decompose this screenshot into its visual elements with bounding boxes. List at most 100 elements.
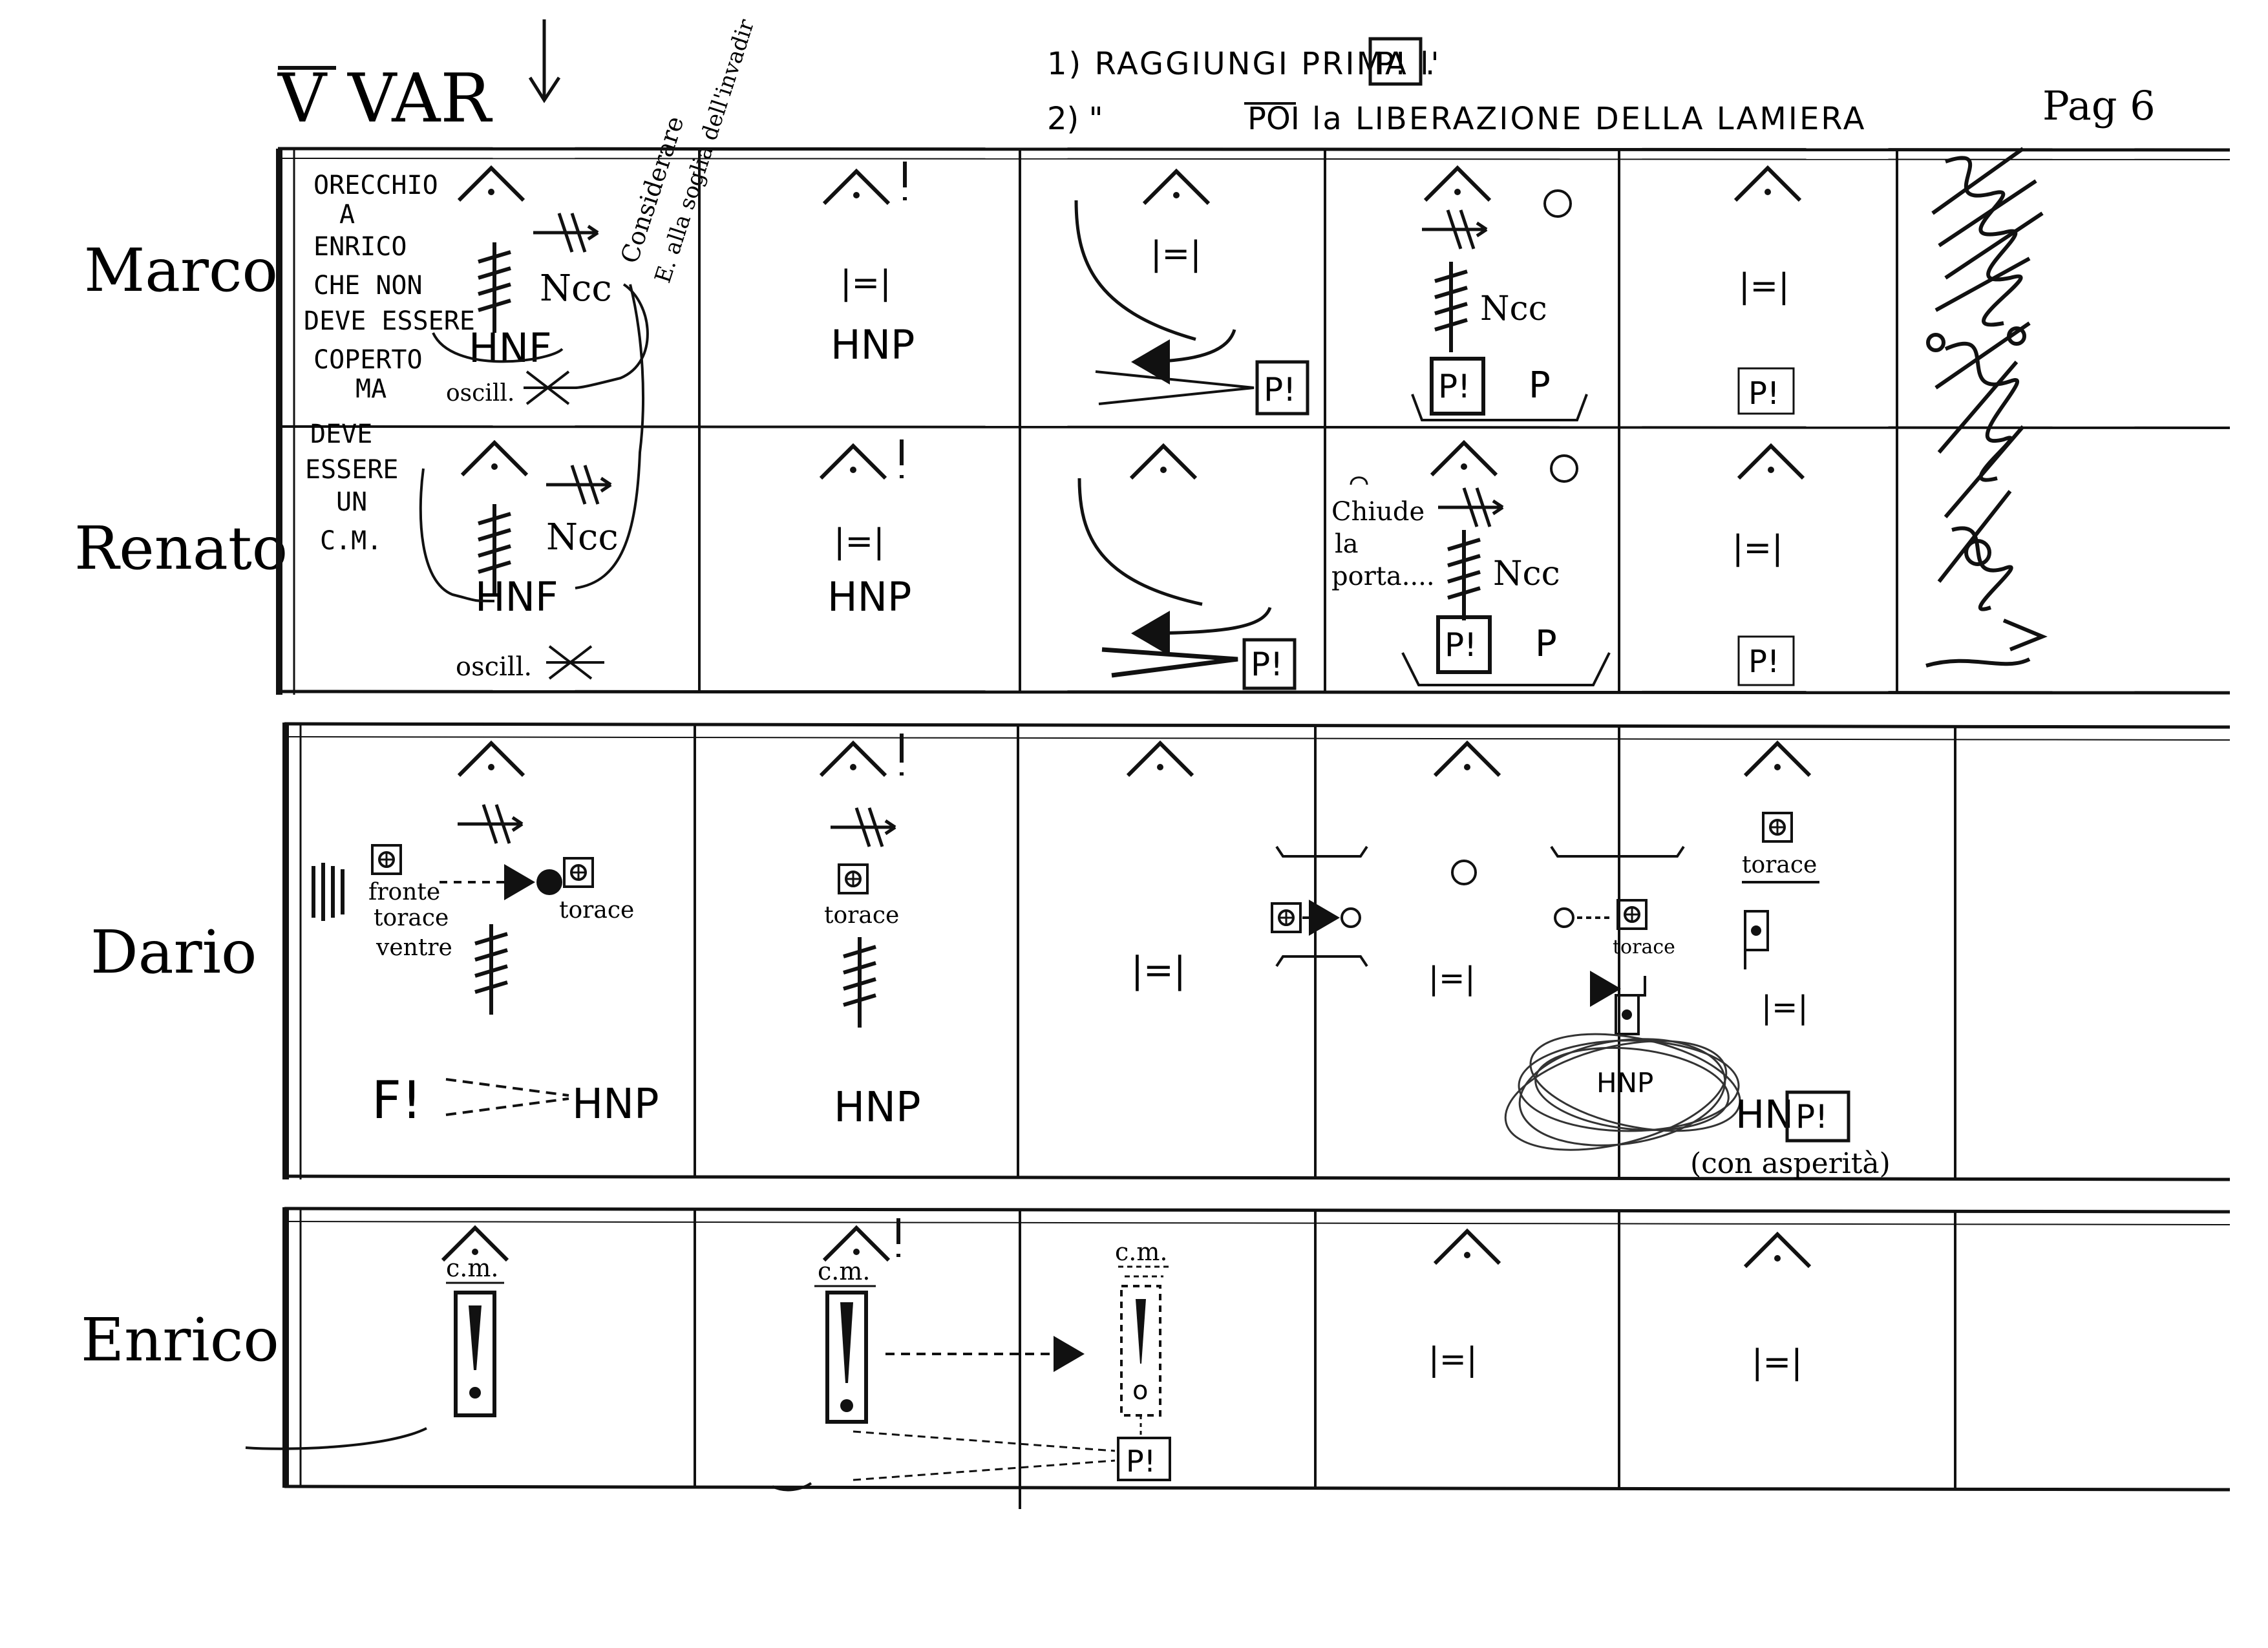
renato-chiude: la bbox=[1335, 529, 1359, 559]
hat-symbol bbox=[1739, 446, 1803, 478]
renato-cell-2: |=| HNP bbox=[821, 439, 911, 620]
hat-symbol bbox=[1435, 743, 1500, 776]
crossed-arrow-symbol bbox=[458, 805, 522, 843]
dario-hn: HN bbox=[1735, 1092, 1794, 1137]
crossed-arrow-symbol bbox=[546, 465, 611, 504]
dario-f-bang: F! bbox=[372, 1070, 422, 1130]
renato-equal: |=| bbox=[834, 522, 885, 561]
enrico-p-box-label: P! bbox=[1126, 1444, 1156, 1479]
marco-cell-3: |=| P! bbox=[1074, 171, 1309, 416]
enrico-cell-4: |=| bbox=[1428, 1231, 1500, 1378]
renato-equal: |=| bbox=[1732, 529, 1783, 567]
marco-p-box bbox=[1737, 367, 1795, 415]
scribble-circle bbox=[1504, 1033, 1741, 1151]
dario-equal: |=| bbox=[1131, 949, 1186, 991]
enrico-cm: c.m. bbox=[446, 1254, 498, 1282]
renato-p-box bbox=[1242, 638, 1297, 690]
marco-p-box bbox=[1255, 360, 1309, 416]
dario-p-box-label: P! bbox=[1796, 1098, 1828, 1136]
marco-p-box-label: P! bbox=[1264, 371, 1296, 408]
renato-row: DEVE ESSERE UN C.M. Ncc HNF oscill. |=| … bbox=[305, 284, 1803, 690]
face-icon bbox=[1554, 907, 1574, 928]
marco-ncc: Ncc bbox=[1480, 290, 1547, 328]
face-icon bbox=[1341, 907, 1361, 928]
hat-symbol bbox=[824, 1228, 889, 1260]
hatch-symbol bbox=[478, 242, 511, 333]
dario-hnp: HNP bbox=[572, 1081, 659, 1128]
crossed-arrow-symbol bbox=[1422, 210, 1487, 249]
renato-hnf: HNF bbox=[475, 573, 558, 620]
marco-cell-1: ORECCHIO A ENRICO CHE NON DEVE ESSERE CO… bbox=[304, 168, 649, 407]
note-1-box bbox=[1368, 37, 1423, 86]
dario-p-box bbox=[1785, 1090, 1850, 1143]
hat-symbol bbox=[1425, 168, 1490, 200]
dario-equal: |=| bbox=[1761, 989, 1808, 1026]
marco-oscill: oscill. bbox=[446, 380, 514, 407]
marco-note-line: ORECCHIO bbox=[313, 171, 438, 200]
marco-equal: |=| bbox=[1150, 235, 1202, 273]
face-icon bbox=[1543, 189, 1572, 218]
renato-p-box-label: P! bbox=[1748, 644, 1779, 680]
variation-title: V VAR bbox=[277, 59, 493, 138]
hat-symbol bbox=[1745, 1234, 1810, 1267]
target-box-icon bbox=[838, 863, 869, 894]
dario-cell-3: |=| bbox=[1128, 743, 1192, 991]
renato-p-plain: P bbox=[1535, 623, 1557, 665]
marco-note-line: ENRICO bbox=[313, 232, 407, 262]
enrico-exclamation-box bbox=[825, 1291, 868, 1424]
hat-symbol bbox=[824, 171, 889, 204]
dario-torace: torace bbox=[559, 897, 634, 924]
dario-hnp: HNP bbox=[1596, 1067, 1653, 1099]
crossed-arrow-symbol bbox=[533, 213, 598, 252]
renato-p-box-label: P! bbox=[1445, 626, 1477, 664]
connecting-curve bbox=[432, 283, 649, 389]
marco-p-box-label: P! bbox=[1438, 368, 1470, 405]
note-2-rest: la LIBERAZIONE DELLA LAMIERA bbox=[1312, 101, 1867, 137]
page-number: Pag 6 bbox=[2042, 82, 2156, 129]
dario-hnp: HNP bbox=[834, 1084, 921, 1132]
performer-name-enrico: Enrico bbox=[81, 1305, 279, 1375]
enrico-o: o bbox=[1132, 1376, 1148, 1406]
renato-note-line: DEVE bbox=[310, 419, 372, 449]
dario-cell-6: torace |=| HN P! (con asperità) bbox=[1690, 743, 1891, 1180]
dario-con-asperita: (con asperità) bbox=[1690, 1147, 1891, 1180]
score-grid bbox=[245, 147, 2231, 1509]
hatch-symbol bbox=[1435, 262, 1467, 352]
renato-p-box bbox=[1737, 635, 1795, 686]
note-1-period: . bbox=[1425, 46, 1435, 82]
dario-cell-5: torace HNP bbox=[1504, 845, 1741, 1151]
dario-row: fronte torace ventre torace F! HNP torac… bbox=[312, 734, 1891, 1180]
marco-note-line: DEVE ESSERE bbox=[304, 306, 475, 336]
renato-cell-5: |=| P! bbox=[1732, 446, 1803, 686]
enrico-cell-5: |=| bbox=[1745, 1234, 1810, 1382]
marco-equal: |=| bbox=[1739, 267, 1790, 306]
note-1-box-label: P! bbox=[1375, 46, 1406, 82]
enrico-cell-1: c.m. bbox=[443, 1228, 507, 1417]
dario-cell-4: |=| bbox=[1271, 743, 1500, 997]
exclamation-mark bbox=[469, 1305, 482, 1370]
dario-cell-1: fronte torace ventre torace F! HNP bbox=[312, 743, 659, 1130]
dario-fronte: fronte bbox=[368, 879, 440, 905]
face-icon bbox=[1550, 454, 1578, 483]
dario-cell-2: torace HNP bbox=[821, 734, 921, 1132]
enrico-exclamation-box bbox=[454, 1291, 496, 1417]
renato-p-box-label: P! bbox=[1251, 646, 1283, 683]
performer-name-dario: Dario bbox=[90, 918, 257, 987]
renato-p-box bbox=[1436, 615, 1492, 674]
crossed-arrow-symbol bbox=[831, 808, 895, 847]
renato-note-line: C.M. bbox=[320, 526, 382, 556]
dario-fronte: ventre bbox=[376, 935, 452, 961]
marco-p-box bbox=[1430, 357, 1485, 416]
renato-cell-4: Chiude la porta.... Ncc P! P bbox=[1331, 443, 1611, 686]
dario-equal: |=| bbox=[1428, 960, 1476, 997]
oscill-cross bbox=[546, 645, 604, 680]
dario-torace: torace bbox=[824, 902, 899, 929]
renato-ncc: Ncc bbox=[546, 516, 619, 558]
performer-names: Marco Renato Dario Enrico bbox=[74, 236, 288, 1375]
marco-cell-4: Ncc P! P bbox=[1411, 168, 1588, 421]
hat-symbol bbox=[1735, 168, 1800, 200]
note-2-poi: POI bbox=[1247, 101, 1300, 137]
enrico-equal: |=| bbox=[1752, 1343, 1803, 1382]
hat-symbol bbox=[462, 443, 527, 475]
